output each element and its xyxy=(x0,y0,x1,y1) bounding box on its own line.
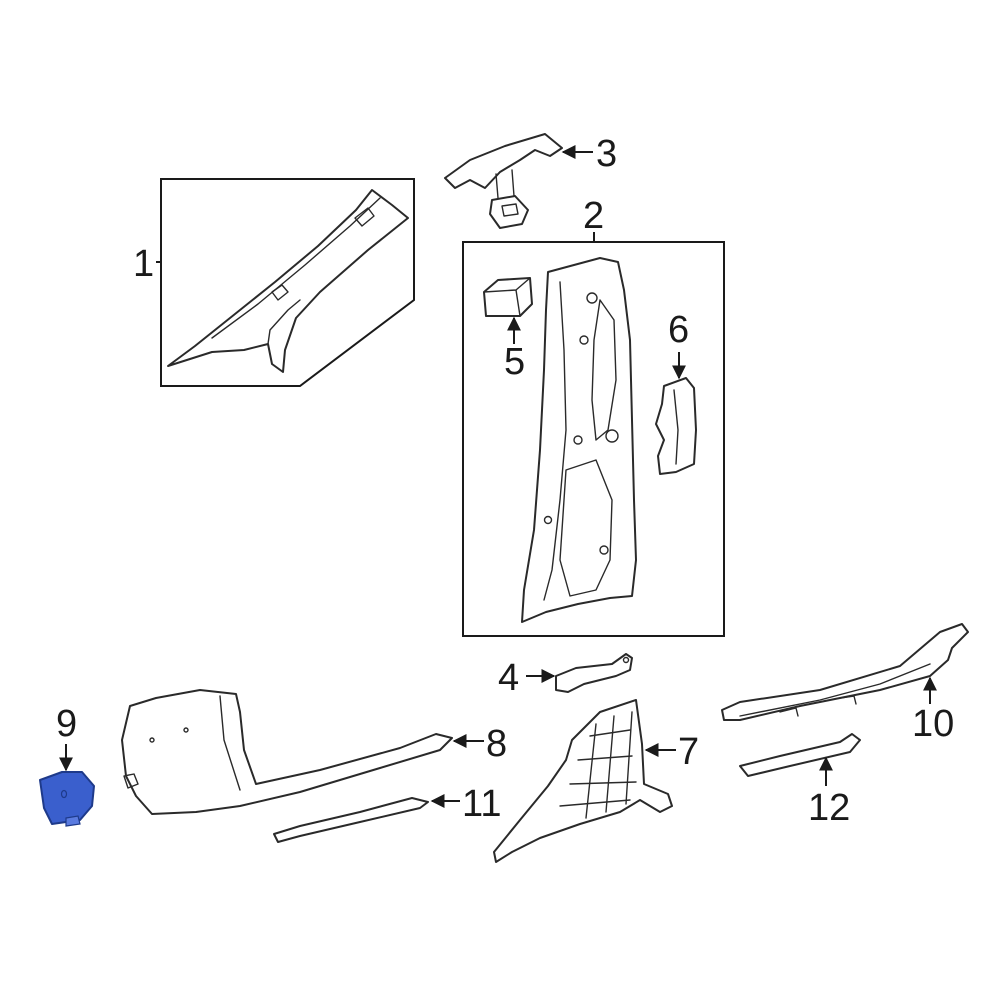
part-1-edge-line xyxy=(211,197,381,339)
callout-3: 3 xyxy=(596,133,617,175)
part-2-pocket xyxy=(559,459,613,597)
part-1-frame xyxy=(160,178,415,387)
part-8-hole-b xyxy=(183,727,189,733)
part-10-edge xyxy=(739,663,931,717)
part-7-group xyxy=(493,699,673,863)
part-9-tab xyxy=(65,815,81,827)
part-9-hole xyxy=(60,789,68,799)
callout-11: 11 xyxy=(462,783,501,825)
part-2-hole-a xyxy=(579,335,589,345)
part-4-hole xyxy=(622,656,630,664)
part-10-clip xyxy=(779,695,857,717)
part-8-clip xyxy=(123,773,139,789)
part-8-hole-a xyxy=(149,737,155,743)
part-2-hole-d xyxy=(543,515,553,525)
callout-8: 8 xyxy=(486,723,507,765)
callout-4: 4 xyxy=(498,657,519,699)
part-9-cap[interactable] xyxy=(39,771,95,825)
part-10-sill-trim[interactable] xyxy=(721,623,969,721)
part-8-kick-panel[interactable] xyxy=(121,689,453,815)
part-1-clip xyxy=(354,207,375,227)
callout-1: 1 xyxy=(133,243,154,285)
callout-12: 12 xyxy=(808,787,850,829)
part-6-group xyxy=(655,377,697,475)
part-3-hole xyxy=(501,203,519,217)
part-2-hole-e xyxy=(605,429,619,443)
part-5-edge xyxy=(483,277,531,317)
part-6-fold xyxy=(673,389,679,465)
part-11-group xyxy=(273,797,429,843)
part-3-neck xyxy=(495,169,515,199)
part-2-bolt xyxy=(586,292,598,304)
part-11-scuff-plate[interactable] xyxy=(273,797,429,843)
part-7-lower-trim[interactable] xyxy=(493,699,673,863)
callout-10: 10 xyxy=(912,703,954,745)
part-2-channel xyxy=(591,299,617,441)
part-10-group xyxy=(721,623,969,721)
part-4-group xyxy=(555,653,633,693)
part-1-rib xyxy=(271,284,289,301)
part-3-hook[interactable] xyxy=(489,195,529,229)
part-1-group xyxy=(160,178,415,387)
part-12-group xyxy=(739,733,861,777)
callout-6: 6 xyxy=(668,309,689,351)
part-4-bracket[interactable] xyxy=(555,653,633,693)
callout-2: 2 xyxy=(583,195,604,237)
part-3-bracket[interactable] xyxy=(444,133,563,189)
part-6-insulator[interactable] xyxy=(655,377,697,475)
part-8-group xyxy=(121,689,453,815)
part-9-group xyxy=(39,771,95,827)
part-5-pad[interactable] xyxy=(483,277,533,317)
callout-7: 7 xyxy=(678,731,699,773)
callout-9: 9 xyxy=(56,703,77,745)
part-3-group xyxy=(444,133,563,229)
part-12-scuff-plate[interactable] xyxy=(739,733,861,777)
part-2-hole-b xyxy=(573,435,583,445)
callout-5: 5 xyxy=(504,341,525,383)
part-7-grid-b xyxy=(585,711,633,819)
part-2-pillar-trim[interactable] xyxy=(521,257,637,623)
part-2-inner-edge xyxy=(543,281,567,601)
part-5-group xyxy=(483,277,533,317)
part-7-grid-a xyxy=(559,729,637,807)
part-2-hole-c xyxy=(599,545,609,555)
part-2-group xyxy=(521,257,637,623)
part-8-edge xyxy=(219,695,241,791)
part-1-lower-edge xyxy=(267,299,301,345)
